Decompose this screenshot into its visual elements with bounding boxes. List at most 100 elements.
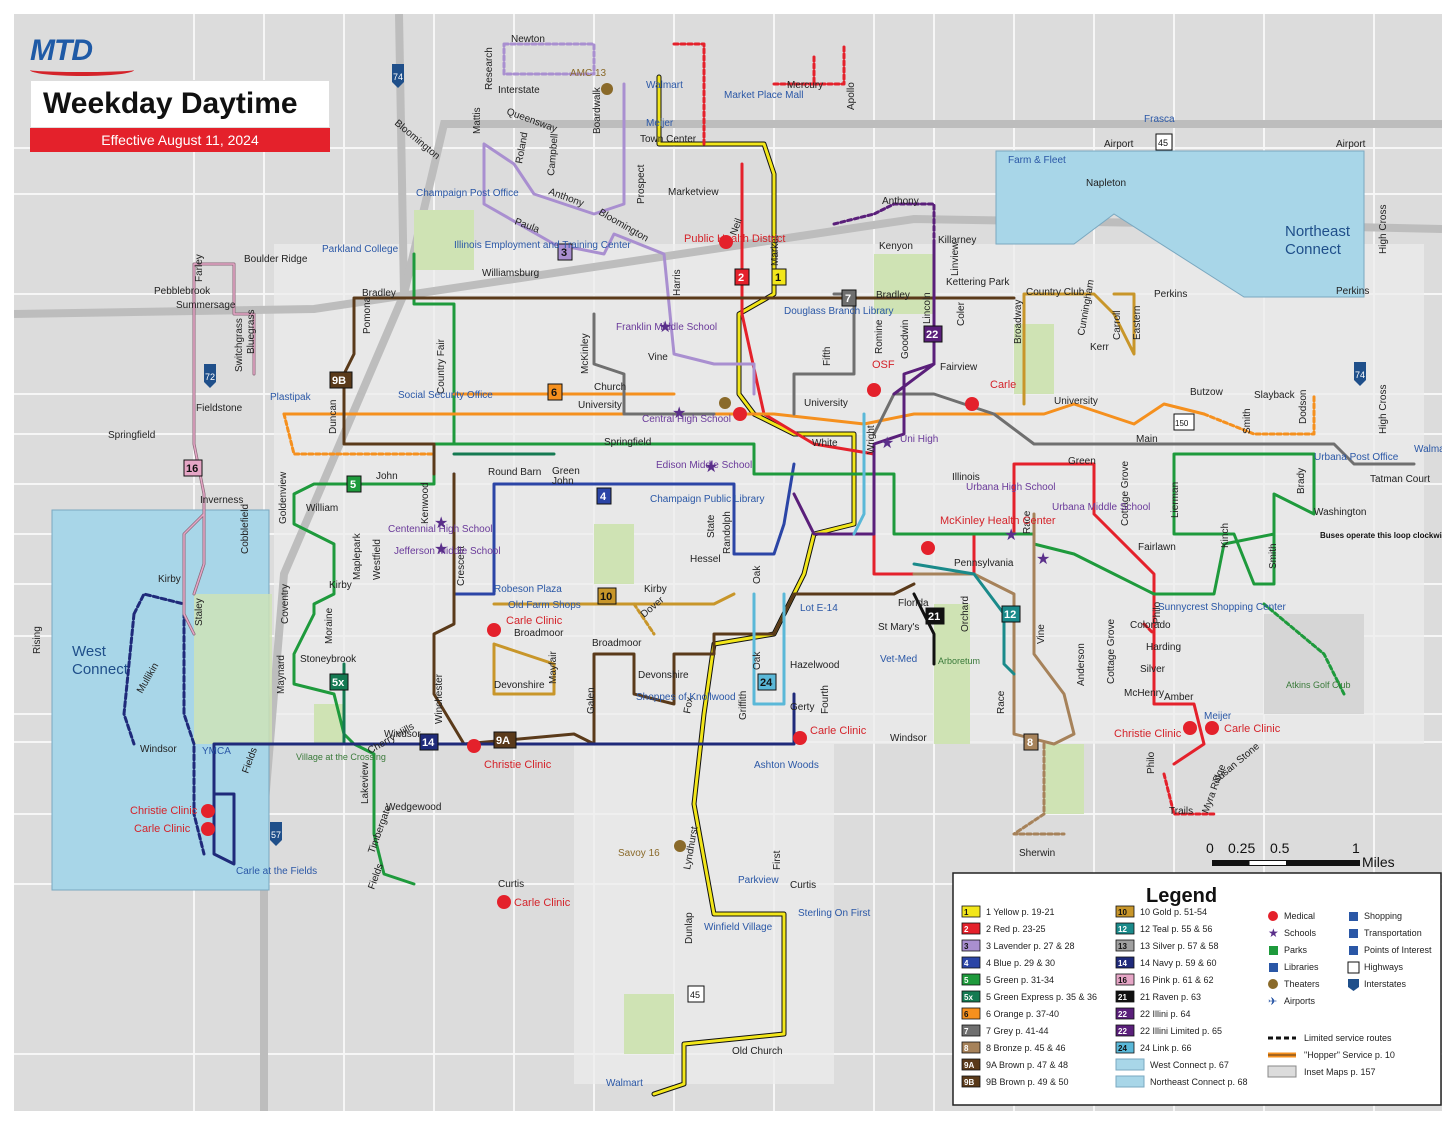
route-22-illini[interactable] xyxy=(792,242,936,536)
route-9-brown[interactable] xyxy=(342,296,1016,746)
route-tag-9b: 9B xyxy=(332,375,346,387)
street-label: Anthony xyxy=(882,196,919,207)
medical-icon xyxy=(487,623,501,637)
street-label: Main xyxy=(1136,434,1158,445)
poi-label: Lot E-14 xyxy=(800,603,838,614)
svg-text:74: 74 xyxy=(1355,370,1365,380)
street-label: Old Church xyxy=(732,1046,783,1057)
legend-route-swatch xyxy=(1115,1007,1135,1020)
street-label: Vine xyxy=(1036,624,1047,644)
legend-route-text: 10 Gold p. 51-54 xyxy=(1140,907,1207,917)
medical-icon xyxy=(467,739,481,753)
poi-label: Frasca xyxy=(1144,114,1175,125)
street-label: University xyxy=(804,398,848,409)
legend-symbol-text: Libraries xyxy=(1284,962,1319,972)
poi-label: Old Farm Shops xyxy=(508,600,581,611)
medical-label: Carle Clinic xyxy=(810,725,867,737)
street-label: Kirby xyxy=(329,580,352,591)
poi-label: Douglass Branch Library xyxy=(784,306,894,317)
legend-route-text: 22 Illini Limited p. 65 xyxy=(1140,1026,1222,1036)
street-label: Kirby xyxy=(158,574,181,585)
golf-course xyxy=(1264,614,1364,714)
street-label: Fairview xyxy=(940,362,978,373)
poi-label: Social Security Office xyxy=(398,390,493,401)
route-14-navy[interactable] xyxy=(212,692,796,866)
route-4-blue[interactable] xyxy=(452,462,796,596)
legend-route-text: 24 Link p. 66 xyxy=(1140,1043,1192,1053)
street-label: Williamsburg xyxy=(482,268,539,279)
medical-label: Carle Clinic xyxy=(134,823,191,835)
school-label: Edison Middle School xyxy=(656,460,752,471)
legend-route-text: 3 Lavender p. 27 & 28 xyxy=(986,941,1075,951)
medical-icons xyxy=(201,235,1219,909)
legend-route-swatch xyxy=(961,922,981,935)
street-label: Perkins xyxy=(1336,286,1369,297)
legend-route-text: 14 Navy p. 59 & 60 xyxy=(1140,958,1217,968)
route-tag-2: 2 xyxy=(738,272,744,284)
poi-label: Atkins Golf Club xyxy=(1286,680,1351,690)
legend-route-swatch xyxy=(1115,990,1135,1003)
interstate-icon xyxy=(1348,979,1359,991)
street-label: Roland xyxy=(514,131,530,164)
svg-text:45: 45 xyxy=(1158,138,1168,148)
street-label: Perkins xyxy=(1154,289,1187,300)
route-3-lavender[interactable] xyxy=(482,82,756,396)
medical-icon xyxy=(1183,721,1197,735)
poi-label: Ashton Woods xyxy=(754,760,819,771)
route-10-gold[interactable] xyxy=(492,292,1136,696)
street-label: Church xyxy=(594,382,626,393)
street-label: Orchard xyxy=(960,596,971,632)
street-label: Staley xyxy=(194,598,205,626)
street-label: Linview xyxy=(950,242,961,276)
legend-symbol-text: Theaters xyxy=(1284,979,1320,989)
legend-line-style-2: Inset Maps p. 157 xyxy=(1267,1065,1376,1078)
street-label: Inverness xyxy=(200,495,243,506)
poi-label: Carle at the Fields xyxy=(236,866,317,877)
medical-label: Carle Clinic xyxy=(506,615,563,627)
poi-label: Market Place Mall xyxy=(724,90,803,101)
scale-label-05: 0.5 xyxy=(1270,840,1290,856)
street-label: Dodson xyxy=(1298,390,1309,424)
route-8-bronze[interactable] xyxy=(912,512,1076,746)
legend-route-swatch xyxy=(1115,939,1135,952)
route-24-link[interactable] xyxy=(752,412,866,706)
street-label: Cottage Grove xyxy=(1120,461,1131,526)
route-tags: 1 2 3 4 5 5x 6 7 8 9A 9B 10 12 14 16 21 … xyxy=(183,243,1039,751)
interstate-74-east-icon: 74 xyxy=(1354,362,1366,386)
street-label: Illinois xyxy=(952,472,980,483)
poi-label: Parkland College xyxy=(322,244,399,255)
legend-symbol-interstate: Interstates xyxy=(1348,979,1407,991)
legend-route-text: 13 Silver p. 57 & 58 xyxy=(1140,941,1219,951)
legend-symbol-airport: ✈Airports xyxy=(1268,996,1316,1008)
poi-label: Winfield Village xyxy=(704,922,773,933)
legend-route-swatch xyxy=(961,1041,981,1054)
street-label: Springfield xyxy=(108,430,155,441)
legend-route-swatch xyxy=(961,973,981,986)
medical-label: Christie Clinic xyxy=(130,805,198,817)
medical-icon xyxy=(1205,721,1219,735)
legend-route-text: 7 Grey p. 41-44 xyxy=(986,1026,1049,1036)
route-21-raven[interactable] xyxy=(912,592,936,666)
legend-route-tag: 9A xyxy=(964,1061,974,1070)
street-label: Brady xyxy=(1296,468,1307,494)
us-45-icon: 45 xyxy=(1155,133,1173,151)
route-5-green[interactable] xyxy=(292,252,1316,886)
street-label: Kenyon xyxy=(879,241,913,252)
legend-symbol-text: Interstates xyxy=(1364,979,1407,989)
legend-symbol-school: ★Schools xyxy=(1268,926,1317,940)
street-label: Broadmoor xyxy=(592,638,642,649)
street-label: Springfield xyxy=(604,437,651,448)
legend-zone-0: West Connect p. 67 xyxy=(1115,1058,1229,1071)
legend-route-swatch xyxy=(961,905,981,918)
street-label: Bradley xyxy=(876,290,910,301)
parks xyxy=(314,210,1364,1054)
park xyxy=(1044,744,1084,814)
street-label: State xyxy=(706,514,717,538)
street-label: Curtis xyxy=(790,880,816,891)
legend-symbol-theater: Theaters xyxy=(1268,979,1320,989)
street-label: High Cross xyxy=(1378,385,1389,434)
street-label: Country Fair xyxy=(436,338,447,394)
